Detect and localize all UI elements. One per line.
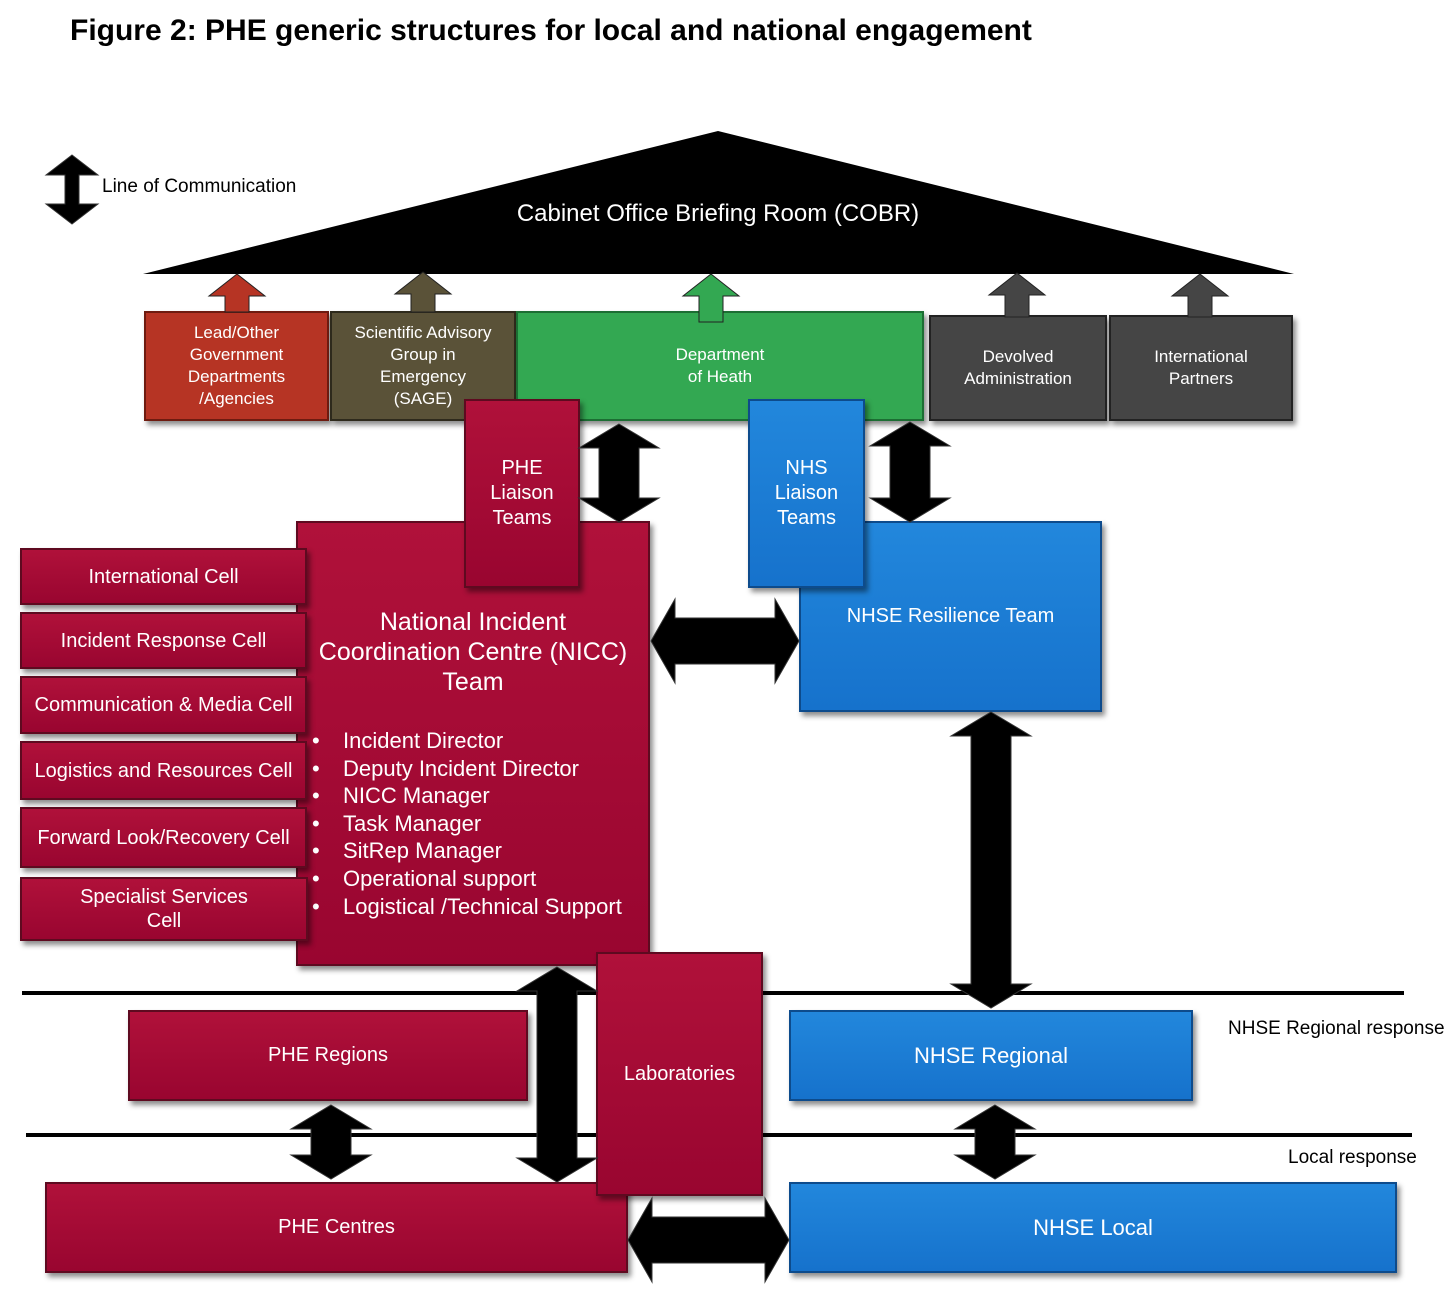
nhse-regional-box: NHSE Regional: [789, 1010, 1193, 1101]
sage-line-3: Emergency: [380, 367, 466, 386]
nhs-liaison-line-3: Teams: [777, 507, 836, 529]
sage-line-2: Group in: [390, 345, 456, 364]
nhs-liaison-teams-box: NHS Liaison Teams: [748, 399, 865, 588]
nicc-title: National Incident Coordination Centre (N…: [319, 607, 627, 697]
phe-liaison-teams-box: PHE Liaison Teams: [464, 399, 580, 588]
phe-liaison-line-1: PHE: [501, 457, 543, 479]
nhs-liaison-line-1: NHS: [785, 457, 828, 479]
doh-line-2: of Heath: [687, 367, 753, 386]
figure-title: Figure 2: PHE generic structures for loc…: [70, 14, 1032, 47]
lead-line-2: Government: [189, 345, 284, 364]
list-item: Logistical /Technical Support: [298, 893, 648, 921]
phe-centres-box: PHE Centres: [45, 1182, 628, 1273]
phe-regions-box: PHE Regions: [128, 1010, 528, 1101]
regional-response-label: NHSE Regional response: [1228, 1018, 1445, 1039]
regions-centres-arrow-icon: [289, 1104, 373, 1180]
communication-media-cell-label: Communication & Media Cell: [34, 694, 293, 716]
lead-to-cobr-arrow-icon: [207, 273, 267, 313]
lead-line-1: Lead/Other: [193, 323, 280, 342]
international-partners-box: International Partners: [1109, 315, 1293, 421]
nicc-title-line-1: National Incident: [379, 608, 567, 636]
doh-nhse-arrow-icon: [868, 421, 952, 523]
logistics-resources-cell-label: Logistics and Resources Cell: [34, 759, 293, 782]
sage-line-4: (SAGE): [393, 389, 453, 408]
devolved-to-cobr-arrow-icon: [987, 272, 1047, 318]
specialist-services-cell-box: Specialist Services Cell: [20, 877, 308, 941]
local-response-label: Local response: [1288, 1147, 1417, 1168]
devolved-administration-box: Devolved Administration: [929, 315, 1107, 421]
nhse-resilience-team-label: NHSE Resilience Team: [846, 605, 1055, 627]
lead-line-4: /Agencies: [199, 389, 274, 408]
doh-to-cobr-arrow-icon: [681, 273, 741, 323]
nicc-title-line-3: Team: [442, 668, 504, 696]
nicc-resilience-arrow-icon: [650, 597, 800, 685]
nhse-local-label: NHSE Local: [1033, 1214, 1153, 1240]
forward-look-recovery-cell-box: Forward Look/Recovery Cell: [20, 807, 307, 868]
laboratories-box: Laboratories: [596, 952, 763, 1196]
phe-liaison-line-3: Teams: [492, 507, 552, 529]
nhse-resilience-team-box: NHSE Resilience Team: [799, 521, 1102, 712]
logistics-resources-cell-box: Logistics and Resources Cell: [20, 741, 307, 800]
international-cell-label: International Cell: [88, 565, 239, 588]
nicc-centres-arrow-icon: [515, 966, 599, 1183]
specialist-services-line-1: Specialist Services: [80, 886, 248, 908]
cobr-label: Cabinet Office Briefing Room (COBR): [516, 200, 920, 227]
international-line-2: Partners: [1168, 369, 1234, 388]
list-item: Operational support: [298, 865, 648, 893]
nicc-team-box: National Incident Coordination Centre (N…: [296, 521, 650, 966]
international-to-cobr-arrow-icon: [1170, 273, 1230, 318]
list-item: SitRep Manager: [298, 837, 648, 865]
regional-local-arrow-icon: [953, 1104, 1037, 1180]
legend-double-arrow-icon: [44, 154, 100, 225]
list-item: NICC Manager: [298, 782, 648, 810]
communication-media-cell-box: Communication & Media Cell: [20, 676, 307, 734]
list-item: Incident Director: [298, 727, 648, 755]
nhse-local-box: NHSE Local: [789, 1182, 1397, 1273]
lead-line-3: Departments: [187, 367, 286, 386]
nhs-liaison-line-2: Liaison: [774, 482, 839, 504]
incident-response-cell-box: Incident Response Cell: [20, 612, 307, 669]
nicc-role-list: Incident Director Deputy Incident Direct…: [298, 727, 648, 920]
list-item: Deputy Incident Director: [298, 755, 648, 783]
sage-to-cobr-arrow-icon: [393, 271, 453, 313]
centres-local-arrow-icon: [627, 1196, 790, 1284]
devolved-line-2: Administration: [964, 369, 1072, 388]
doh-line-1: Department: [675, 345, 765, 364]
nicc-title-line-2: Coordination Centre (NICC): [318, 638, 628, 666]
devolved-line-1: Devolved: [982, 347, 1054, 366]
forward-look-recovery-cell-label: Forward Look/Recovery Cell: [37, 826, 290, 849]
incident-response-cell-label: Incident Response Cell: [60, 629, 267, 652]
international-line-1: International: [1154, 347, 1248, 366]
legend-label: Line of Communication: [102, 176, 297, 197]
doh-nicc-arrow-icon: [577, 423, 661, 523]
phe-liaison-line-2: Liaison: [490, 482, 554, 504]
nhse-regional-label: NHSE Regional: [913, 1042, 1069, 1068]
department-of-health-box: Department of Heath: [516, 311, 924, 421]
sage-line-1: Scientific Advisory: [354, 323, 492, 342]
laboratories-label: Laboratories: [623, 1062, 736, 1085]
phe-regions-label: PHE Regions: [267, 1044, 389, 1066]
list-item: Task Manager: [298, 810, 648, 838]
resilience-regional-arrow-icon: [949, 711, 1033, 1009]
international-cell-box: International Cell: [20, 548, 307, 605]
phe-centres-label: PHE Centres: [278, 1216, 395, 1238]
specialist-services-line-2: Cell: [146, 910, 182, 932]
